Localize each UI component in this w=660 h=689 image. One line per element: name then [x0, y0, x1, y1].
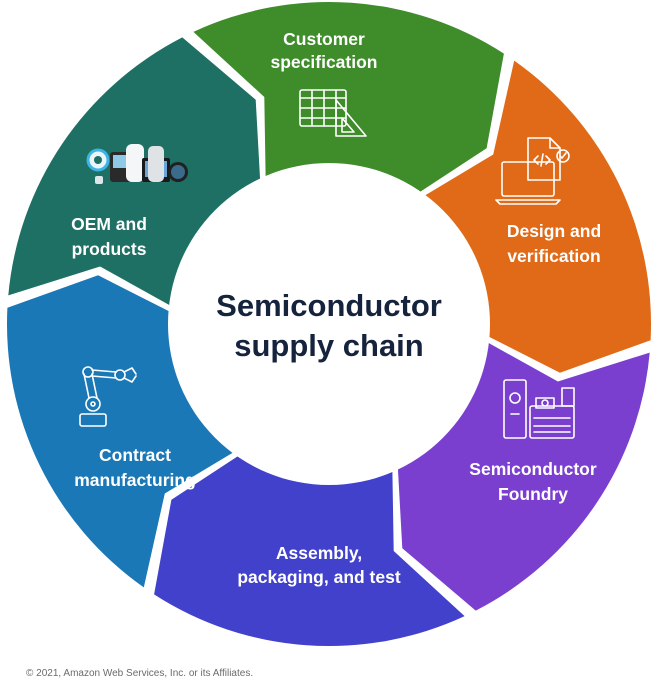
segment-contract-manufacturing	[6, 275, 243, 588]
copyright-notice: © 2021, Amazon Web Services, Inc. or its…	[26, 668, 254, 679]
oem-products-label-line1: OEM and	[71, 214, 147, 234]
oem-products-label-line2: products	[72, 239, 147, 259]
design-verification-label-line1: Design and	[507, 221, 601, 241]
segment-assembly-packaging-test	[154, 449, 465, 647]
blueprint-ruler-icon	[299, 89, 367, 137]
fab-equipment-icon	[503, 379, 575, 439]
semiconductor-foundry-label-line2: Foundry	[498, 484, 568, 504]
smart-devices-icon	[86, 144, 188, 184]
customer-specification-label-line1: Customer	[283, 29, 365, 49]
contract-manufacturing-label-line2: manufacturing	[74, 470, 196, 490]
assembly-packaging-test-label-line2: packaging, and test	[237, 567, 401, 587]
center-disc	[168, 163, 490, 485]
robotic-arm-icon	[79, 366, 137, 427]
center-title-line2: supply chain	[234, 328, 423, 363]
segment-design-and-verification	[415, 60, 652, 373]
laptop-code-document-icon	[495, 137, 570, 205]
design-verification-label-line2: verification	[507, 246, 600, 266]
contract-manufacturing-label-line1: Contract	[99, 445, 171, 465]
customer-specification-label-line2: specification	[271, 52, 378, 72]
assembly-packaging-test-label-line1: Assembly,	[276, 543, 362, 563]
segment-customer-specification	[193, 1, 504, 199]
center-title-line1: Semiconductor	[216, 288, 442, 323]
semiconductor-foundry-label-line1: Semiconductor	[469, 459, 597, 479]
